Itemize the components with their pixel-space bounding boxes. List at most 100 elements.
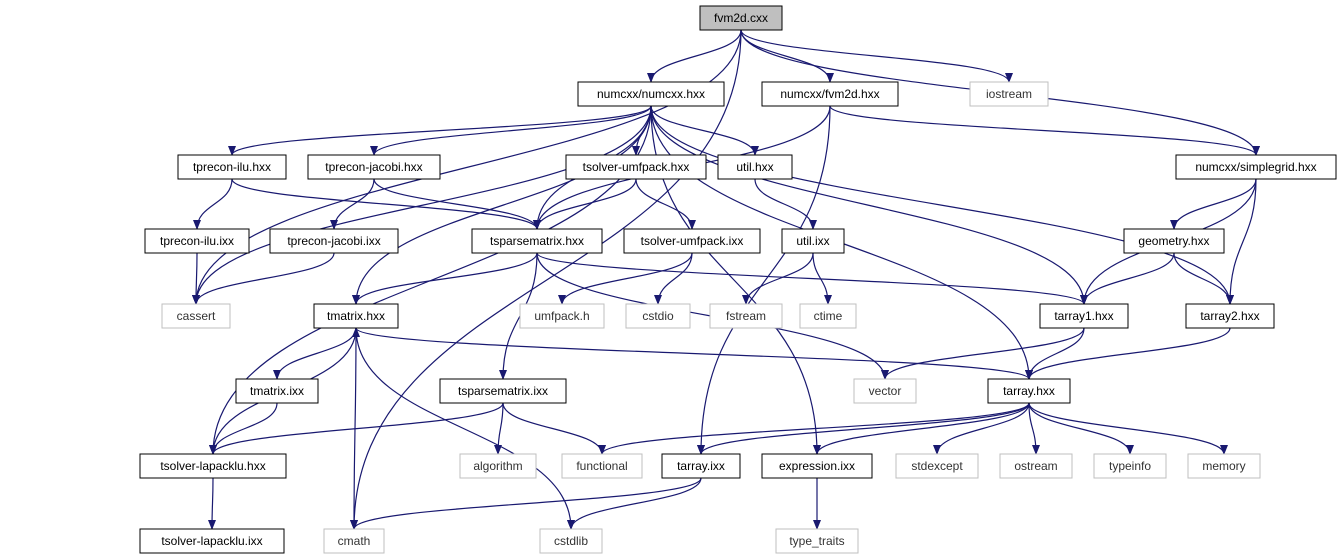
node-tarray-hxx[interactable]: tarray.hxx (987, 378, 1071, 404)
node-numcxx-numcxx-hxx[interactable]: numcxx/numcxx.hxx (577, 81, 725, 107)
node-box (761, 81, 899, 107)
node-label: tsolver-lapacklu.hxx (160, 459, 265, 473)
node-box (853, 378, 917, 404)
node-box (144, 228, 250, 254)
node-tprecon-jacobi-ixx[interactable]: tprecon-jacobi.ixx (269, 228, 399, 254)
node-label: type_traits (789, 534, 844, 548)
node-label: ctime (814, 309, 843, 323)
node-box (235, 378, 319, 404)
edges (192, 29, 1260, 530)
node-label: stdexcept (911, 459, 963, 473)
node-label: ostream (1014, 459, 1057, 473)
node-label: tprecon-ilu.ixx (160, 234, 234, 248)
node-tmatrix-ixx[interactable]: tmatrix.ixx (235, 378, 319, 404)
node-cstdio: cstdio (625, 303, 691, 329)
edge-geometry-hxx-to-tarray2-hxx (1173, 252, 1234, 305)
nodes: fvm2d.cxx numcxx/numcxx.hxx numcxx/fvm2d.h… (139, 5, 1337, 554)
node-label: geometry.hxx (1138, 234, 1209, 248)
edge-tsparsematrix-hxx-to-tmatrix-hxx (352, 252, 538, 305)
node-tprecon-ilu-hxx[interactable]: tprecon-ilu.hxx (177, 154, 287, 180)
edge-numcxx-numcxx-hxx-to-cassert (192, 105, 652, 305)
edge-fvm2d-cxx-to-iostream (740, 29, 1013, 83)
node-tarray-ixx[interactable]: tarray.ixx (661, 453, 741, 479)
node-box (565, 154, 707, 180)
edge-tmatrix-hxx-to-tarray-hxx (355, 327, 1033, 380)
node-box (799, 303, 857, 329)
node-box (781, 228, 845, 254)
node-label: tsolver-umfpack.hxx (583, 160, 690, 174)
node-tsolver-umfpack-ixx[interactable]: tsolver-umfpack.ixx (623, 228, 761, 254)
node-box (699, 5, 783, 31)
node-numcxx-fvm2d-hxx[interactable]: numcxx/fvm2d.hxx (761, 81, 899, 107)
node-tarray2-hxx[interactable]: tarray2.hxx (1185, 303, 1275, 329)
edge-numcxx-numcxx-hxx-to-tprecon-ilu-hxx (228, 105, 652, 156)
node-tsolver-umfpack-hxx[interactable]: tsolver-umfpack.hxx (565, 154, 707, 180)
edge-tprecon-jacobi-ixx-to-cassert (192, 252, 335, 305)
node-util-ixx[interactable]: util.ixx (781, 228, 845, 254)
node-ostream: ostream (999, 453, 1073, 479)
edge-tmatrix-hxx-to-cstdlib (355, 327, 575, 530)
node-label: typeinfo (1109, 459, 1151, 473)
node-iostream: iostream (969, 81, 1049, 107)
node-tarray1-hxx[interactable]: tarray1.hxx (1039, 303, 1129, 329)
node-tmatrix-hxx[interactable]: tmatrix.hxx (313, 303, 399, 329)
edge-util-ixx-to-ctime (812, 252, 832, 305)
node-box (323, 528, 385, 554)
node-label: fvm2d.cxx (714, 11, 768, 25)
node-label: tarray.hxx (1003, 384, 1055, 398)
node-label: cmath (338, 534, 371, 548)
node-umfpack-h: umfpack.h (519, 303, 605, 329)
node-tsparsematrix-ixx[interactable]: tsparsematrix.ixx (439, 378, 567, 404)
node-label: algorithm (473, 459, 522, 473)
node-label: numcxx/fvm2d.hxx (780, 87, 879, 101)
node-label: util.ixx (796, 234, 829, 248)
node-label: tprecon-ilu.hxx (193, 160, 271, 174)
node-tsolver-lapacklu-ixx[interactable]: tsolver-lapacklu.ixx (139, 528, 285, 554)
edge-tsparsematrix-ixx-to-algorithm (494, 402, 504, 455)
node-numcxx-simplegrid-hxx[interactable]: numcxx/simplegrid.hxx (1175, 154, 1337, 180)
edge-tarray2-hxx-to-tarray-hxx (1025, 327, 1231, 380)
node-tprecon-jacobi-hxx[interactable]: tprecon-jacobi.hxx (307, 154, 441, 180)
node-label: cstdlib (554, 534, 588, 548)
node-util-hxx[interactable]: util.hxx (717, 154, 793, 180)
edge-tsparsematrix-hxx-to-tarray1-hxx (536, 252, 1088, 305)
node-expression-ixx[interactable]: expression.ixx (761, 453, 873, 479)
edge-tarray-ixx-to-cmath (350, 477, 702, 530)
node-tsolver-lapacklu-hxx[interactable]: tsolver-lapacklu.hxx (139, 453, 287, 479)
node-label: fstream (726, 309, 766, 323)
edge-tprecon-jacobi-hxx-to-tprecon-jacobi-ixx (330, 178, 375, 230)
edge-tsolver-umfpack-ixx-to-umfpack-h (558, 252, 693, 305)
node-box (775, 528, 859, 554)
node-box (139, 528, 285, 554)
edge-tarray-hxx-to-typeinfo (1028, 402, 1134, 455)
node-box (625, 303, 691, 329)
node-box (1175, 154, 1337, 180)
node-box (1187, 453, 1261, 479)
node-label: tmatrix.ixx (250, 384, 304, 398)
node-label: tarray.ixx (677, 459, 725, 473)
edge-tprecon-ilu-hxx-to-tprecon-ilu-ixx (193, 178, 233, 230)
edge-tsparsematrix-ixx-to-tsolver-lapacklu-hxx (209, 402, 504, 455)
edge-numcxx-numcxx-hxx-to-util-hxx (650, 105, 759, 156)
node-label: tsolver-lapacklu.ixx (161, 534, 262, 548)
node-tsparsematrix-hxx[interactable]: tsparsematrix.hxx (471, 228, 603, 254)
node-box (519, 303, 605, 329)
node-tprecon-ilu-ixx[interactable]: tprecon-ilu.ixx (144, 228, 250, 254)
edge-tarray-hxx-to-stdexcept (933, 402, 1030, 455)
edge-tarray-hxx-to-memory (1028, 402, 1228, 455)
node-box (459, 453, 537, 479)
node-cmath: cmath (323, 528, 385, 554)
edge-tsolver-umfpack-ixx-to-cstdio (654, 252, 693, 305)
node-box (761, 453, 873, 479)
node-box (1185, 303, 1275, 329)
node-cstdlib: cstdlib (539, 528, 603, 554)
node-label: tarray2.hxx (1200, 309, 1259, 323)
edge-numcxx-numcxx-hxx-to-tprecon-jacobi-hxx (370, 105, 652, 156)
node-box (987, 378, 1071, 404)
node-box (999, 453, 1073, 479)
node-label: iostream (986, 87, 1032, 101)
node-fvm2d-cxx[interactable]: fvm2d.cxx (699, 5, 783, 31)
node-geometry-hxx[interactable]: geometry.hxx (1123, 228, 1225, 254)
node-box (471, 228, 603, 254)
